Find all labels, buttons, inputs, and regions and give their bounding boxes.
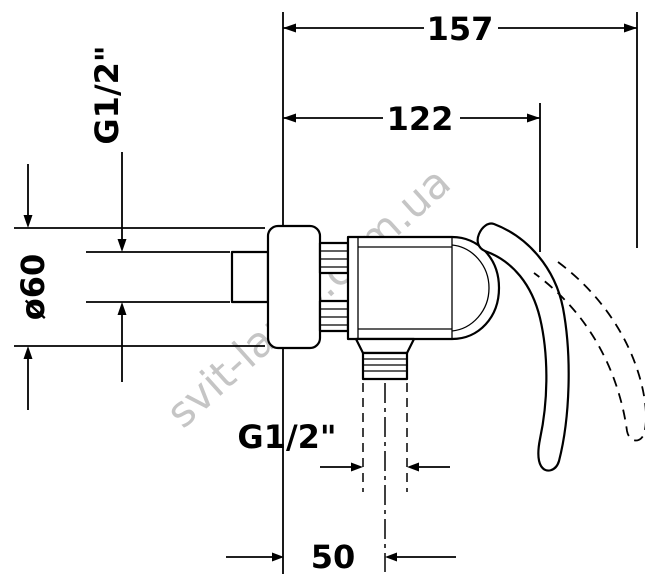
dimension-inlet-thread: G1/2" bbox=[86, 45, 230, 382]
arrow-up-icon bbox=[117, 302, 127, 315]
arrow-left-icon bbox=[283, 23, 296, 33]
dimension-outlet-offset: 50 bbox=[226, 538, 456, 576]
arrow-left-icon bbox=[385, 552, 397, 562]
arrow-right-icon bbox=[527, 113, 540, 123]
supply-stub bbox=[230, 250, 270, 304]
dimension-label-diameter: ø60 bbox=[14, 254, 52, 321]
dimension-outlet-thread: G1/2" bbox=[237, 418, 450, 472]
dimension-label-122: 122 bbox=[387, 100, 454, 138]
dimension-label-outlet-thread: G1/2" bbox=[237, 418, 336, 456]
inlet-connection-top bbox=[318, 241, 350, 275]
arrow-up-icon bbox=[23, 346, 33, 359]
inlet-connection-bottom bbox=[318, 299, 350, 333]
dimension-label-50: 50 bbox=[311, 538, 356, 576]
outlet-connection bbox=[354, 337, 416, 381]
mixer-body bbox=[346, 235, 501, 341]
dimension-overall-depth: 157 bbox=[283, 10, 637, 48]
arrow-right-icon bbox=[272, 552, 284, 562]
arrow-left-icon bbox=[283, 113, 296, 123]
dimension-label-157: 157 bbox=[427, 10, 494, 48]
handle-lever-alternate bbox=[533, 261, 645, 442]
wall-plate bbox=[266, 224, 322, 350]
arrow-down-icon bbox=[117, 239, 127, 252]
arrow-right-icon bbox=[351, 462, 363, 472]
dimension-body-depth: 122 bbox=[283, 100, 540, 138]
dimension-label-inlet-thread: G1/2" bbox=[88, 45, 126, 144]
arrow-down-icon bbox=[23, 215, 33, 228]
faucet-drawing bbox=[230, 222, 645, 572]
arrow-right-icon bbox=[624, 23, 637, 33]
handle-lever bbox=[476, 222, 570, 472]
arrow-left-icon bbox=[407, 462, 419, 472]
dimension-escutcheon-diameter: ø60 bbox=[14, 164, 265, 410]
